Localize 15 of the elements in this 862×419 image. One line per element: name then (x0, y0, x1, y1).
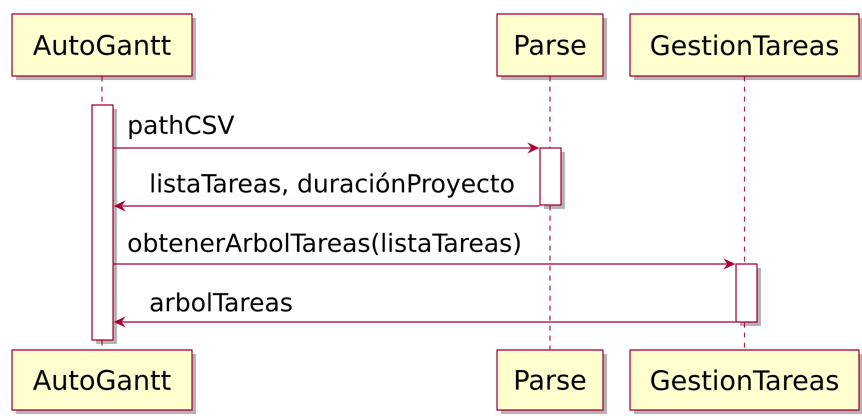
activation-bar (735, 263, 761, 326)
edge-label: pathCSV (129, 114, 234, 140)
activation-bar (91, 104, 117, 344)
activation-bar (539, 147, 565, 209)
lifeline (744, 76, 745, 264)
edge-label: arbolTareas (150, 292, 292, 312)
participant-box: AutoGantt (11, 349, 196, 414)
participant-box: AutoGantt (11, 13, 196, 80)
participant-box: GestionTareas (629, 349, 862, 414)
participant-box: Parse (496, 13, 607, 80)
participant-box: GestionTareas (629, 13, 862, 80)
participant-box: Parse (496, 349, 607, 414)
edge-label: listaTareas, duraciónProyecto (152, 172, 514, 198)
lifeline (744, 322, 745, 350)
edge-label: obtenerArbolTareas(listaTareas) (128, 232, 520, 256)
